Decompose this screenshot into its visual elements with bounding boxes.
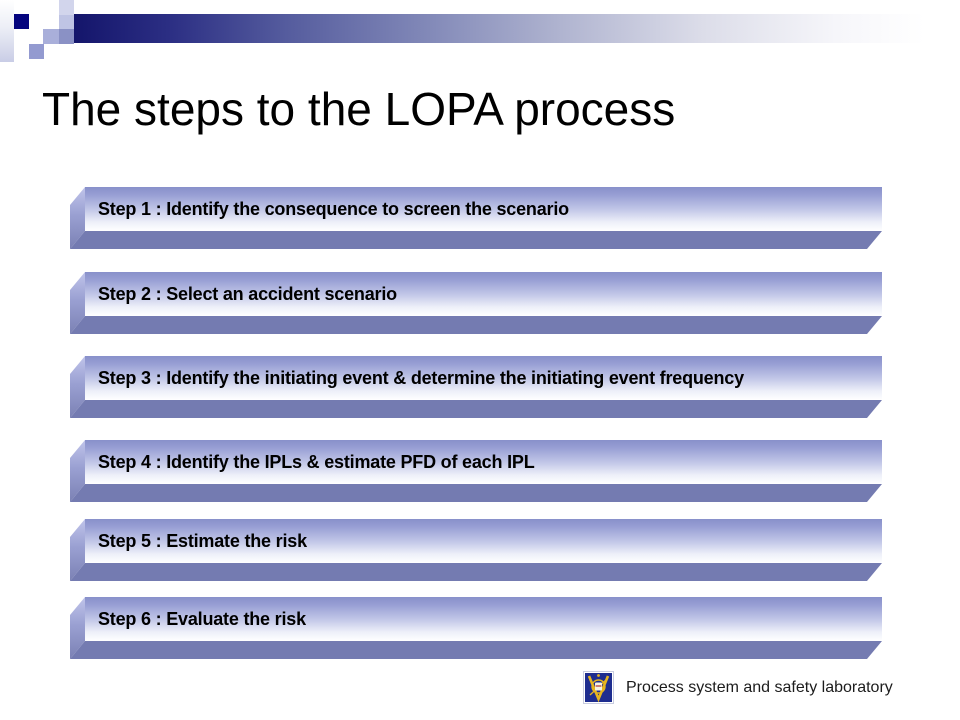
step-box-left-bevel: [70, 440, 85, 502]
step-box-face: Step 2 : Select an accident scenario: [85, 272, 882, 316]
step-label: Step 6 : Evaluate the risk: [98, 608, 306, 629]
step-box-face: Step 5 : Estimate the risk: [85, 519, 882, 563]
step-box-3: Step 3 : Identify the initiating event &…: [70, 356, 882, 418]
deco-left-strip: [0, 0, 14, 62]
step-box-bottom-bevel: [70, 563, 882, 581]
slide-title: The steps to the LOPA process: [42, 83, 676, 135]
university-crest-icon: [583, 671, 614, 704]
deco-square: [29, 44, 44, 59]
step-label: Step 1 : Identify the consequence to scr…: [98, 198, 569, 219]
step-box-4: Step 4 : Identify the IPLs & estimate PF…: [70, 440, 882, 502]
step-label: Step 3 : Identify the initiating event &…: [98, 367, 744, 388]
step-box-left-bevel: [70, 519, 85, 581]
step-label: Step 5 : Estimate the risk: [98, 530, 307, 551]
step-label: Step 2 : Select an accident scenario: [98, 283, 397, 304]
deco-square-navy: [14, 14, 29, 29]
footer-label: Process system and safety laboratory: [626, 678, 893, 696]
step-box-face: Step 1 : Identify the consequence to scr…: [85, 187, 882, 231]
step-box-bottom-bevel: [70, 231, 882, 249]
step-box-1: Step 1 : Identify the consequence to scr…: [70, 187, 882, 249]
step-box-6: Step 6 : Evaluate the risk: [70, 597, 882, 659]
step-box-face: Step 6 : Evaluate the risk: [85, 597, 882, 641]
step-box-5: Step 5 : Estimate the risk: [70, 519, 882, 581]
deco-square: [59, 15, 74, 29]
step-box-bottom-bevel: [70, 400, 882, 418]
step-box-bottom-bevel: [70, 316, 882, 334]
step-box-left-bevel: [70, 187, 85, 249]
step-box-left-bevel: [70, 597, 85, 659]
header-gradient-bar: [74, 14, 960, 43]
footer: Process system and safety laboratory: [583, 671, 893, 704]
step-box-bottom-bevel: [70, 641, 882, 659]
step-label: Step 4 : Identify the IPLs & estimate PF…: [98, 451, 535, 472]
deco-square: [43, 29, 59, 44]
step-box-left-bevel: [70, 272, 85, 334]
step-box-face: Step 3 : Identify the initiating event &…: [85, 356, 882, 400]
step-box-bottom-bevel: [70, 484, 882, 502]
step-box-2: Step 2 : Select an accident scenario: [70, 272, 882, 334]
step-box-face: Step 4 : Identify the IPLs & estimate PF…: [85, 440, 882, 484]
deco-square: [59, 0, 74, 15]
step-box-left-bevel: [70, 356, 85, 418]
deco-square: [59, 29, 74, 44]
